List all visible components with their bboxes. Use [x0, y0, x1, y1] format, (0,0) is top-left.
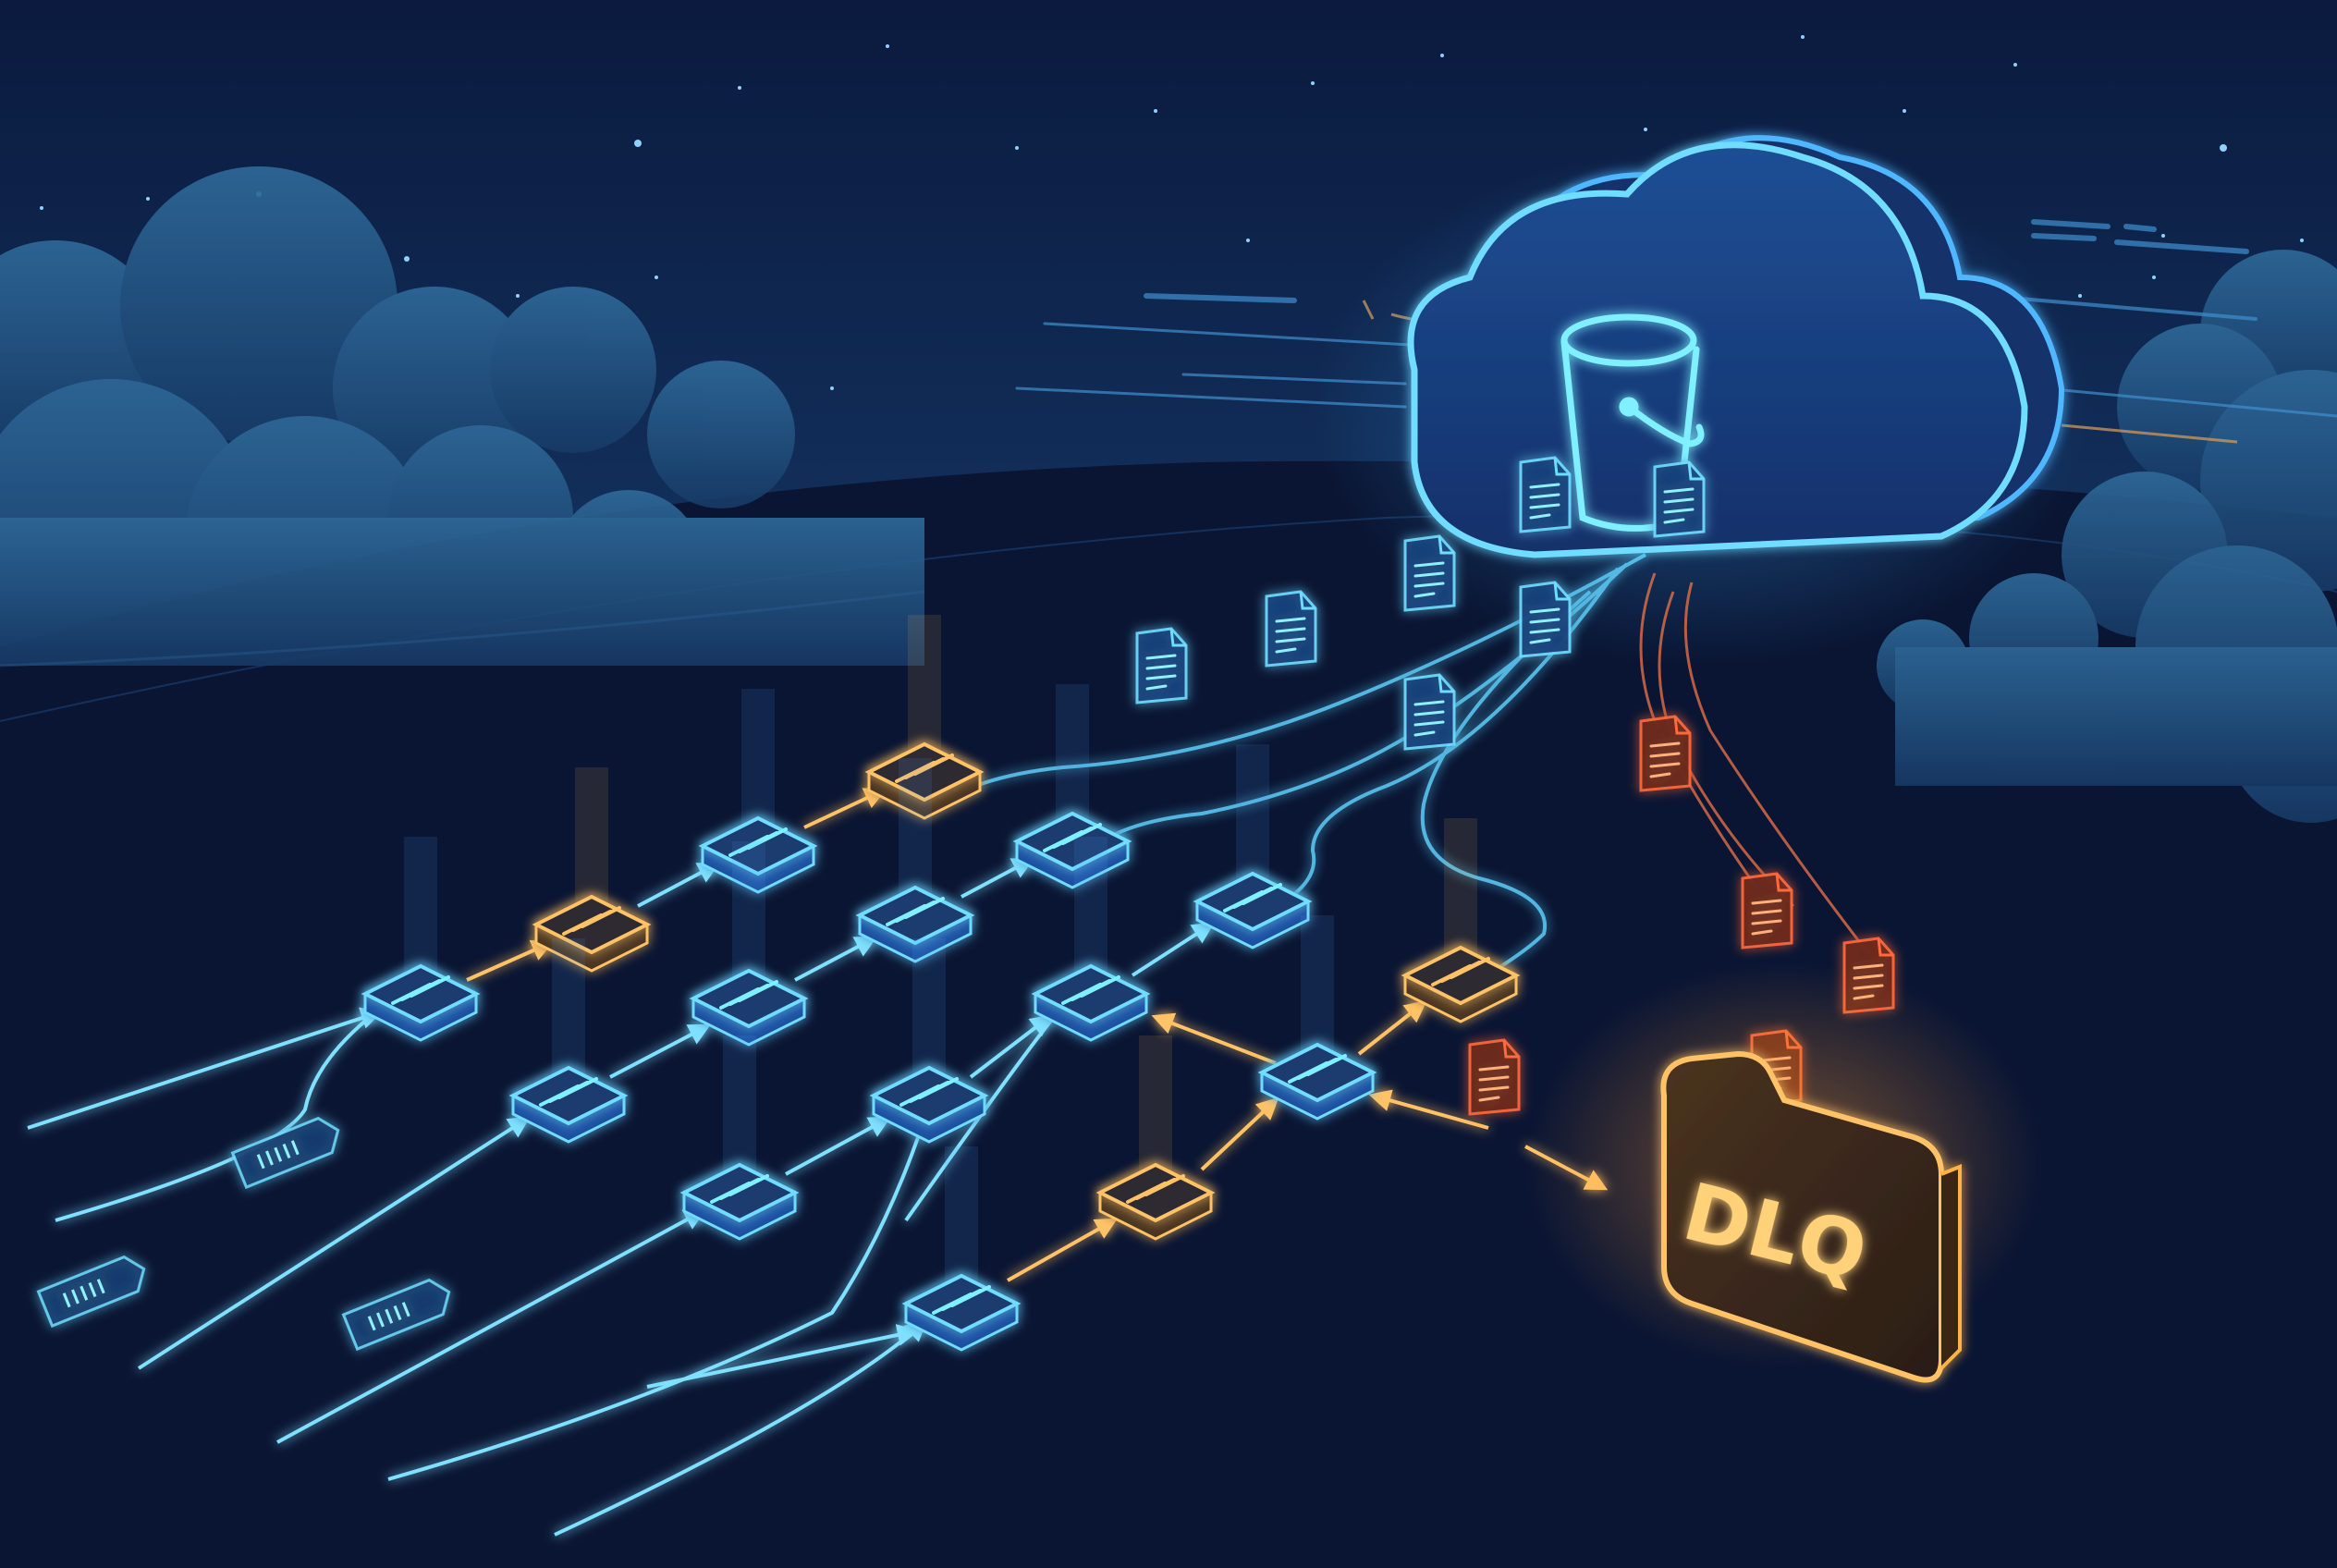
background-clouds-right — [1877, 250, 2337, 823]
message-lines-icon — [562, 906, 621, 936]
document-icon — [1403, 534, 1456, 612]
processing-nodes — [361, 615, 1521, 1352]
document-icon — [1519, 456, 1572, 533]
message-lines-icon — [1126, 1174, 1185, 1204]
message-lines-icon — [391, 975, 450, 1005]
message-lines-icon — [932, 1285, 991, 1315]
message-lines-icon — [728, 827, 788, 857]
incoming-message-icon — [230, 1116, 340, 1190]
document-icon — [1265, 590, 1317, 668]
node-blue — [679, 1035, 800, 1241]
message-lines-icon — [886, 897, 945, 926]
document-icon — [1741, 872, 1793, 949]
document-icon — [1653, 460, 1706, 538]
node-blue — [698, 689, 818, 894]
document-icon — [1135, 627, 1188, 704]
message-lines-icon — [710, 1174, 769, 1204]
document-icon — [1468, 1038, 1521, 1116]
incoming-message-icon — [36, 1255, 146, 1329]
node-blue — [508, 938, 629, 1144]
node-blue — [901, 1146, 1022, 1352]
node-orange — [532, 767, 652, 973]
node-blue — [1012, 684, 1132, 889]
message-lines-icon — [719, 980, 778, 1010]
background-clouds-left — [0, 166, 924, 666]
s3-cloud — [1407, 135, 2065, 558]
node-orange — [1401, 818, 1521, 1023]
node-connections — [27, 788, 1609, 1537]
message-lines-icon — [1431, 957, 1490, 986]
node-blue — [1193, 744, 1313, 949]
node-blue — [1031, 837, 1151, 1042]
message-lines-icon — [1288, 1054, 1347, 1084]
document-icon — [1403, 673, 1456, 751]
node-blue — [361, 837, 481, 1042]
message-lines-icon — [895, 753, 954, 783]
node-blue — [855, 758, 975, 963]
node-blue — [1257, 915, 1377, 1121]
message-lines-icon — [1043, 823, 1102, 852]
flow-streams — [923, 553, 1646, 982]
node-orange — [864, 615, 985, 820]
document-icon — [1519, 581, 1572, 658]
document-icon — [1639, 715, 1692, 792]
message-lines-icon — [1061, 975, 1120, 1005]
message-lines-icon — [539, 1077, 598, 1107]
message-lines-icon — [899, 1077, 959, 1107]
node-blue — [869, 938, 989, 1144]
message-lines-icon — [1223, 883, 1282, 913]
dlq-folder — [1660, 1050, 1962, 1383]
node-orange — [1095, 1035, 1216, 1241]
incoming-messages — [36, 1116, 451, 1352]
stars — [40, 35, 2304, 390]
incoming-message-icon — [341, 1278, 451, 1352]
node-blue — [689, 841, 809, 1047]
